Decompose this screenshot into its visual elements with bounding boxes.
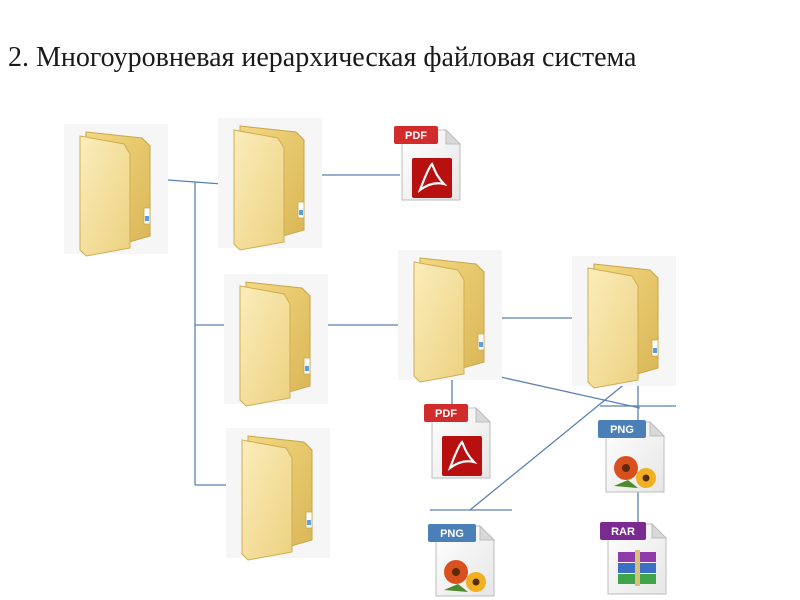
folder-level1-b[interactable]: [223, 273, 329, 407]
png-label: PNG: [610, 424, 634, 436]
rar-label: RAR: [611, 526, 635, 538]
pdf-label: PDF: [405, 130, 427, 142]
pdf-label: PDF: [435, 408, 457, 420]
png-image-file-icon[interactable]: PNG: [598, 420, 665, 493]
png-image-file-icon[interactable]: PNG: [428, 524, 495, 597]
rar-archive-file-icon[interactable]: RAR: [600, 522, 667, 595]
pdf-file-icon[interactable]: PDF: [424, 404, 491, 479]
page-title: 2. Многоуровневая иерархическая файловая…: [8, 42, 637, 73]
folder-root[interactable]: [63, 123, 169, 257]
png-label: PNG: [440, 528, 464, 540]
folder-level3-a[interactable]: [571, 255, 677, 389]
folder-level1-c[interactable]: [225, 427, 331, 561]
pdf-file-icon[interactable]: PDF: [394, 126, 461, 201]
folder-level1-a[interactable]: [217, 117, 323, 251]
folder-level2-a[interactable]: [397, 249, 503, 383]
